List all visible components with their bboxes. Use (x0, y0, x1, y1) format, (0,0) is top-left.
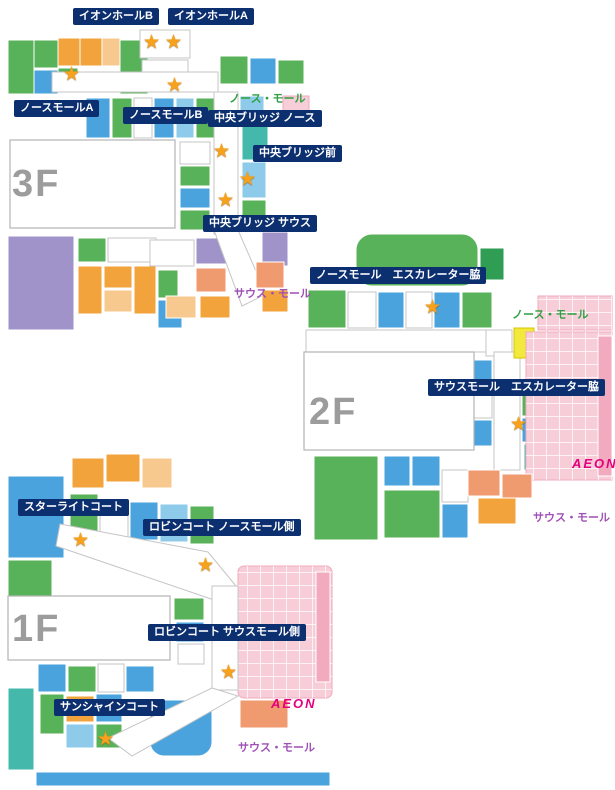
star-icon-central-bridge-north: ★ (213, 141, 231, 162)
star-icon-robin-court-north: ★ (197, 555, 215, 576)
marker-label-central-bridge-front[interactable]: 中央ブリッジ前 (253, 145, 342, 162)
north-mall-text-2f: ノース・モール (512, 309, 589, 321)
star-icon-robin-court-south: ★ (220, 662, 238, 683)
marker-label-north-mall-b[interactable]: ノースモールB (123, 107, 209, 124)
marker-label-central-bridge-south[interactable]: 中央ブリッジ サウス (203, 215, 318, 232)
star-icon-ion-hall-a: ★ (165, 32, 183, 53)
star-icon-ion-hall-b: ★ (143, 32, 161, 53)
aeon-logo-2f: AEON (572, 456, 615, 471)
star-icon-south-mall-escalator: ★ (510, 414, 528, 435)
floor-label-3f: 3F (12, 163, 61, 205)
south-mall-text-1f: サウス・モール (238, 742, 315, 754)
north-mall-text-3f: ノース・モール (229, 93, 306, 105)
floor-label-1f: 1F (12, 608, 61, 650)
star-icon-sunshine-court: ★ (97, 729, 115, 750)
star-icon-north-mall-a: ★ (63, 64, 81, 85)
marker-label-ion-hall-b[interactable]: イオンホールB (73, 8, 159, 25)
south-mall-text-2f: サウス・モール (533, 512, 610, 524)
marker-label-starlight-court[interactable]: スターライトコート (18, 499, 129, 516)
marker-label-robin-court-south[interactable]: ロビンコート サウスモール側 (148, 624, 307, 641)
star-icon-central-bridge-front: ★ (239, 169, 257, 190)
marker-label-robin-court-north[interactable]: ロビンコート ノースモール側 (143, 519, 301, 536)
south-mall-text-3f: サウス・モール (234, 288, 311, 300)
floor-3f-map (7, 29, 310, 331)
star-icon-central-bridge-south: ★ (217, 190, 235, 211)
star-icon-north-mall-b: ★ (166, 75, 184, 96)
marker-label-north-mall-a[interactable]: ノースモールA (14, 100, 100, 117)
star-icon-starlight-court: ★ (72, 530, 90, 551)
marker-label-ion-hall-a[interactable]: イオンホールA (168, 8, 254, 25)
aeon-logo-1f: AEON (271, 696, 317, 711)
floor-label-2f: 2F (309, 391, 358, 433)
marker-label-sunshine-court[interactable]: サンシャインコート (54, 699, 165, 716)
marker-label-central-bridge-north[interactable]: 中央ブリッジ ノース (208, 110, 322, 127)
star-icon-north-mall-escalator: ★ (424, 297, 442, 318)
marker-label-north-mall-escalator[interactable]: ノースモール エスカレーター脇 (310, 267, 487, 284)
marker-label-south-mall-escalator[interactable]: サウスモール エスカレーター脇 (428, 379, 605, 396)
